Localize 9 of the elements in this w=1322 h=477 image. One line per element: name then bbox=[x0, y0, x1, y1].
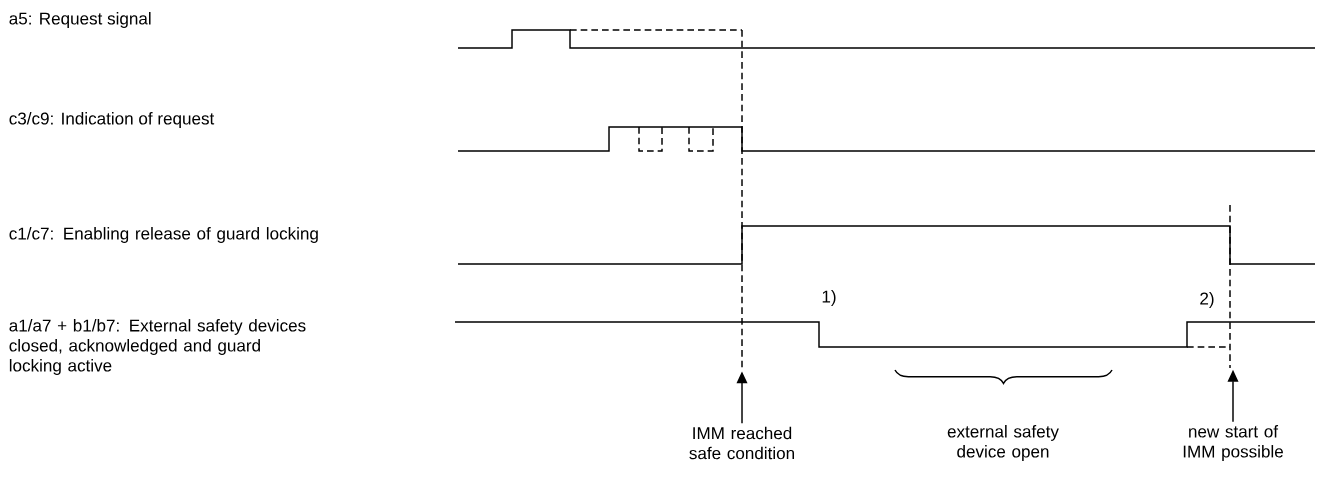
event-text: new start of IMM possible bbox=[1183, 425, 1283, 461]
signal-name: a5: Request signal bbox=[9, 12, 151, 28]
signal-name: c3/c9: Indication of request bbox=[9, 112, 215, 128]
footnote-mark: 1) bbox=[822, 290, 836, 306]
signal-name: c1/c7: Enabling release of guard locking bbox=[9, 227, 318, 243]
footnote-mark: 2) bbox=[1200, 292, 1214, 308]
annotation-text: external safety device open bbox=[947, 425, 1059, 461]
signal-name: a1/a7 + b1/b7: External safety devices closed, acknowledged and guard locking active bbox=[9, 319, 306, 375]
event-text: IMM reached safe condition bbox=[689, 426, 794, 460]
